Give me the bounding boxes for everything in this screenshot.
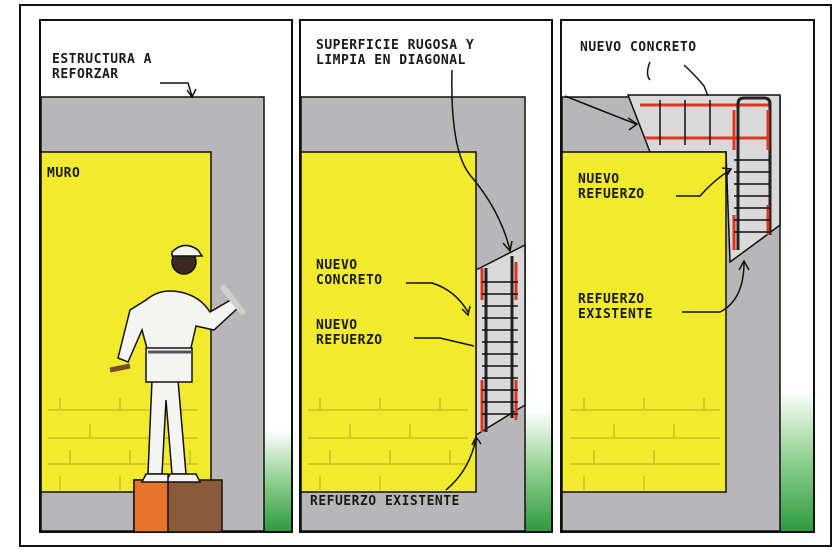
panel-3-wall [561,151,727,493]
panel-3-new-concrete-arrow [683,64,709,97]
label-new-concrete-panel-2: NUEVO CONCRETO [316,258,383,288]
label-new-reinforcement-panel-3: NUEVO REFUERZO [578,172,645,202]
panel-2-brick-pattern [308,398,468,490]
panel-3-brick-pattern [570,398,720,490]
label-new-concrete-panel-3: NUEVO CONCRETO [580,40,697,55]
label-rough-clean-surface: SUPERFICIE RUGOSA Y LIMPIA EN DIAGONAL [316,38,475,68]
panel-3-new-concrete-arrowhead [627,117,639,131]
label-existing-reinforcement-panel-3: REFUERZO EXISTENTE [578,292,653,322]
panel-2-existing-reinforcement-arrowhead [471,435,482,446]
label-structure-to-reinforce: ESTRUCTURA A REFORZAR [52,52,152,82]
panel-3-existing-reinforcement-arrowhead [738,259,750,271]
panel-3-new-reinforcement-arrow [676,169,731,197]
panel-2-new-rebar [480,256,518,432]
label-wall: MURO [47,166,81,181]
panel-2-surface-arrowhead [502,240,513,253]
panel-3-new-concrete-left-arrow [564,61,651,125]
panel-1-structure-arrow [160,82,193,97]
panel-3 [560,19,815,533]
panel-2 [299,19,553,533]
panel-2-wall [300,151,477,493]
pedestal-front [133,479,169,533]
panel-3-grass [780,390,813,531]
panel-3-new-rebar [640,96,772,250]
panel-3-existing-reinforcement-arrow [682,261,745,313]
panel-3-new-reinforcement-arrowhead [721,167,733,178]
panel-1-structure-arrowhead [186,88,197,99]
panel-1 [39,19,293,533]
worker-figure [109,244,247,483]
panel-1-grass [264,430,291,531]
panel-2-new-concrete-arrow [406,282,469,313]
panel-2-grass [525,410,551,531]
panel-2-new-concrete-arrowhead [461,305,471,317]
label-new-reinforcement-panel-2: NUEVO REFUERZO [316,318,383,348]
panel-2-existing-reinforcement-arrow [445,437,477,491]
panel-2-surface-arrow [451,69,511,251]
panel-2-new-reinforcement-arrow [414,337,475,347]
label-existing-reinforcement-panel-2: REFUERZO EXISTENTE [310,494,460,509]
